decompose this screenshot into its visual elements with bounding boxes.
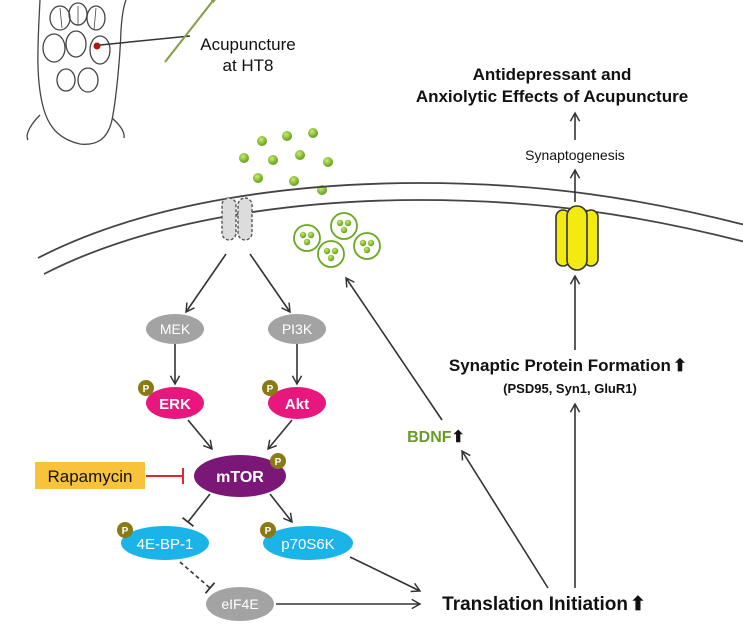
node-4ebp1: 4E-BP-1 P — [117, 522, 209, 560]
up-arrow-icon: ⬆ — [452, 429, 465, 446]
phospho-badge-label: P — [122, 526, 129, 537]
acupuncture-needle — [164, 1, 213, 63]
phospho-badge-label: P — [143, 384, 150, 395]
arrow-translation-to-bdnf — [461, 449, 549, 589]
acupuncture-label-line1: Acupuncture — [200, 35, 295, 54]
phospho-badge — [270, 453, 286, 469]
arrow-receptor-to-pi3k — [249, 253, 291, 314]
bdnf-label: BDNF⬆ — [407, 429, 465, 446]
node-mtor-label: mTOR — [216, 469, 264, 486]
up-arrow-icon: ⬆ — [673, 356, 687, 375]
node-pi3k: PI3K — [268, 314, 326, 344]
inhibit-mtor-to-4ebp1 — [181, 493, 211, 528]
arrow-akt-to-mtor — [267, 419, 293, 451]
phospho-badge — [260, 522, 276, 538]
acupuncture-label-line2: at HT8 — [222, 56, 273, 75]
ht8-point-marker — [93, 42, 101, 50]
outcome-title-line2: Anxiolytic Effects of Acupuncture — [416, 87, 688, 106]
node-4ebp1-label: 4E-BP-1 — [137, 536, 194, 553]
translation-initiation-label: Translation Initiation⬆ — [442, 594, 646, 615]
node-eif4e: eIF4E — [206, 587, 274, 621]
released-vesicles — [239, 128, 333, 195]
node-erk: ERK P — [138, 380, 204, 419]
arrow-p70s6k-to-translation — [349, 556, 422, 593]
phospho-badge — [262, 380, 278, 396]
node-eif4e-label: eIF4E — [221, 596, 258, 612]
node-mek-label: MEK — [160, 321, 191, 337]
arrow-mtor-to-p70s6k — [269, 493, 293, 524]
cell-membrane-inner — [43, 199, 743, 275]
phospho-badge-label: P — [275, 457, 282, 468]
inhibit-4ebp1-to-eif4e — [179, 561, 216, 594]
node-pi3k-label: PI3K — [282, 321, 313, 337]
hand-illustration — [26, 0, 127, 145]
node-mtor: mTOR P — [194, 453, 286, 497]
acupuncture-needle-tip — [210, 0, 216, 4]
node-akt-label: Akt — [285, 396, 309, 413]
phospho-badge-label: P — [267, 384, 274, 395]
up-arrow-icon: ⬆ — [630, 594, 646, 615]
arrow-erk-to-mtor — [187, 419, 213, 451]
outcome-title-line1: Antidepressant and — [473, 65, 632, 84]
node-mek: MEK — [146, 314, 204, 344]
arrow-bdnf-to-vesicles — [345, 276, 443, 421]
node-p70s6k-label: p70S6K — [281, 536, 334, 553]
phospho-badge-label: P — [265, 526, 272, 537]
cell-membrane-outer — [37, 182, 743, 259]
node-akt: Akt P — [262, 380, 326, 419]
rapamycin-box — [35, 462, 145, 489]
ht8-pointer-line — [99, 35, 191, 46]
synaptic-protein-list: (PSD95, Syn1, GluR1) — [503, 381, 637, 396]
synaptogenesis-label: Synaptogenesis — [525, 147, 625, 163]
arrow-receptor-to-mek — [185, 253, 227, 314]
node-erk-label: ERK — [159, 396, 191, 413]
synaptic-protein-label: Synaptic Protein Formation⬆ — [449, 356, 687, 375]
phospho-badge — [117, 522, 133, 538]
phospho-badge — [138, 380, 154, 396]
membrane-receptor — [221, 197, 253, 241]
node-p70s6k: p70S6K P — [260, 522, 353, 560]
synaptic-channel — [555, 205, 599, 271]
rapamycin-label: Rapamycin — [47, 467, 132, 486]
exocytosis-vesicles — [293, 212, 381, 268]
